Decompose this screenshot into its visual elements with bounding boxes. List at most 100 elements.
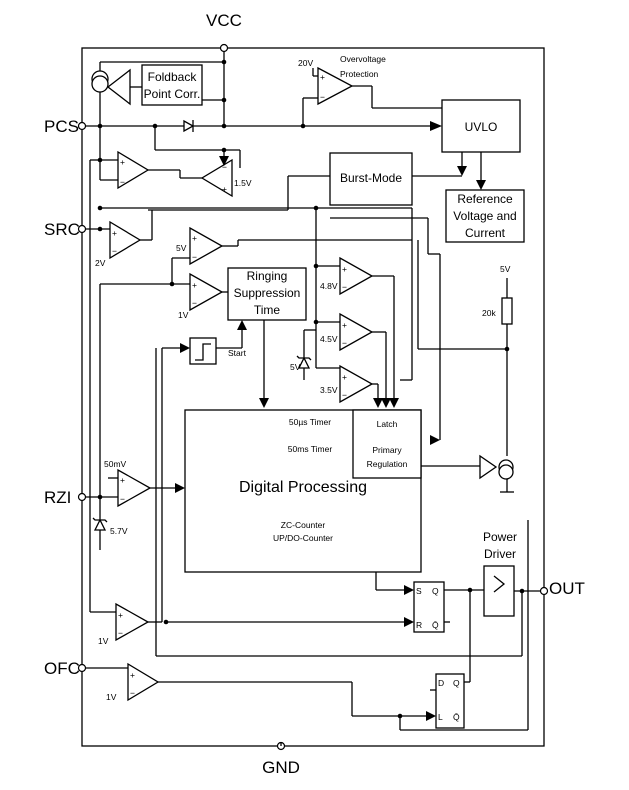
ref-2v: 2V bbox=[95, 258, 106, 268]
foldback-label-2: Point Corr. bbox=[144, 87, 201, 101]
svg-text:−: − bbox=[118, 628, 123, 638]
zener-5v7: 5.7V bbox=[110, 526, 128, 536]
pin-ofc-label: OFC bbox=[44, 659, 80, 678]
svg-text:+: + bbox=[342, 264, 347, 274]
zc-counter: ZC-Counter bbox=[281, 520, 326, 530]
ref-4v8: 4.8V bbox=[320, 281, 338, 291]
dff-d: D bbox=[438, 678, 444, 688]
svg-text:+: + bbox=[320, 72, 325, 82]
svg-text:−: − bbox=[112, 246, 117, 256]
foldback-label-1: Foldback bbox=[148, 70, 198, 84]
ref-5v: 5V bbox=[176, 243, 187, 253]
pin-pcs-label: PCS bbox=[44, 117, 79, 136]
svg-text:−: − bbox=[342, 338, 347, 348]
latch-block bbox=[352, 409, 422, 479]
foldback-buffer-icon bbox=[106, 68, 131, 106]
zener-5v: 5V bbox=[290, 362, 301, 372]
svg-text:+: + bbox=[120, 157, 125, 167]
foldback-block bbox=[141, 64, 203, 106]
start-pulse-block bbox=[189, 337, 217, 365]
svg-text:−: − bbox=[192, 298, 197, 308]
svg-text:+: + bbox=[120, 475, 125, 485]
pin-rzi-label: RZI bbox=[44, 488, 71, 507]
primary-buffer-icon bbox=[479, 454, 498, 480]
primary-label-1: Primary bbox=[372, 445, 402, 455]
ic-boundary bbox=[81, 47, 545, 747]
pin-src bbox=[77, 224, 87, 234]
svg-text:−: − bbox=[192, 252, 197, 262]
pin-out-label: OUT bbox=[549, 579, 585, 598]
power-driver-label-1: Power bbox=[483, 530, 517, 544]
ref-4v5: 4.5V bbox=[320, 334, 338, 344]
svg-text:−: − bbox=[222, 162, 227, 172]
comparator-rzi-icon bbox=[117, 468, 152, 508]
pin-out bbox=[539, 586, 549, 596]
zener-5v-icon bbox=[297, 356, 311, 369]
uvlo-block bbox=[441, 99, 521, 153]
zener-5v7-icon bbox=[93, 518, 107, 531]
uvlo-label: UVLO bbox=[465, 120, 498, 134]
sr-flipflop bbox=[413, 581, 445, 633]
svg-text:−: − bbox=[120, 177, 125, 187]
diode-icon bbox=[183, 119, 195, 133]
dff-qb: Q̄ bbox=[453, 712, 460, 722]
comparator-5v-icon bbox=[189, 226, 224, 266]
pin-rzi bbox=[77, 492, 87, 502]
dff-q: Q bbox=[453, 678, 460, 688]
timer-50us: 50µs Timer bbox=[289, 417, 331, 427]
digital-processing-label: Digital Processing bbox=[239, 479, 367, 496]
ring-label-2: Suppression bbox=[234, 286, 301, 300]
pin-ofc bbox=[77, 663, 87, 673]
burst-mode-block bbox=[329, 152, 413, 206]
d-flipflop bbox=[435, 673, 465, 729]
pin-gnd-label: GND bbox=[262, 758, 300, 777]
updo-counter: UP/DO-Counter bbox=[273, 533, 333, 543]
ref-5v-pullup: 5V bbox=[500, 264, 511, 274]
ref-1v5: 1.5V bbox=[234, 178, 252, 188]
start-label: Start bbox=[228, 348, 247, 358]
svg-text:+: + bbox=[342, 320, 347, 330]
ov-ref-20v: 20V bbox=[298, 58, 313, 68]
ref-3v5: 3.5V bbox=[320, 385, 338, 395]
comparator-3v5-icon bbox=[339, 364, 374, 404]
overvoltage-comparator-icon bbox=[317, 66, 354, 106]
comparator-4v5-icon bbox=[339, 312, 374, 352]
ref-1v-c: 1V bbox=[106, 692, 117, 702]
pin-src-label: SRC bbox=[44, 220, 80, 239]
power-driver-label-2: Driver bbox=[484, 547, 516, 561]
reference-block bbox=[445, 189, 525, 243]
pin-pcs bbox=[77, 121, 87, 131]
svg-text:−: − bbox=[342, 282, 347, 292]
ff-q: Q bbox=[432, 586, 439, 596]
ref-label-1: Reference bbox=[457, 192, 513, 206]
primary-label-2: Regulation bbox=[367, 459, 408, 469]
svg-text:+: + bbox=[192, 280, 197, 290]
comparator-pcs-icon bbox=[117, 150, 150, 190]
ff-r: R bbox=[416, 620, 422, 630]
power-driver-block bbox=[483, 565, 515, 617]
svg-text:+: + bbox=[112, 228, 117, 238]
ov-label-2: Protection bbox=[340, 69, 379, 79]
svg-text:−: − bbox=[342, 390, 347, 400]
comparator-ofc-icon bbox=[127, 662, 160, 702]
svg-text:+: + bbox=[222, 184, 227, 194]
pin-vcc bbox=[219, 43, 229, 53]
ref-label-2: Voltage and bbox=[453, 209, 516, 223]
latch-label: Latch bbox=[377, 419, 398, 429]
comparator-1v-icon bbox=[189, 272, 224, 312]
timer-50ms: 50ms Timer bbox=[288, 444, 333, 454]
svg-text:+: + bbox=[192, 233, 197, 243]
svg-text:+: + bbox=[118, 610, 123, 620]
ff-qb: Q̄ bbox=[432, 620, 439, 630]
resistor-20k-icon bbox=[501, 297, 513, 325]
comparator-1v-b-icon bbox=[115, 602, 150, 642]
comparator-1v5-icon bbox=[200, 158, 233, 198]
ref-50mv: 50mV bbox=[104, 459, 127, 469]
ringing-suppression-block bbox=[227, 267, 307, 321]
svg-text:−: − bbox=[120, 494, 125, 504]
svg-text:−: − bbox=[130, 688, 135, 698]
resistor-20k: 20k bbox=[482, 308, 496, 318]
ref-1v-a: 1V bbox=[178, 310, 189, 320]
pin-vcc-label: VCC bbox=[206, 11, 242, 30]
